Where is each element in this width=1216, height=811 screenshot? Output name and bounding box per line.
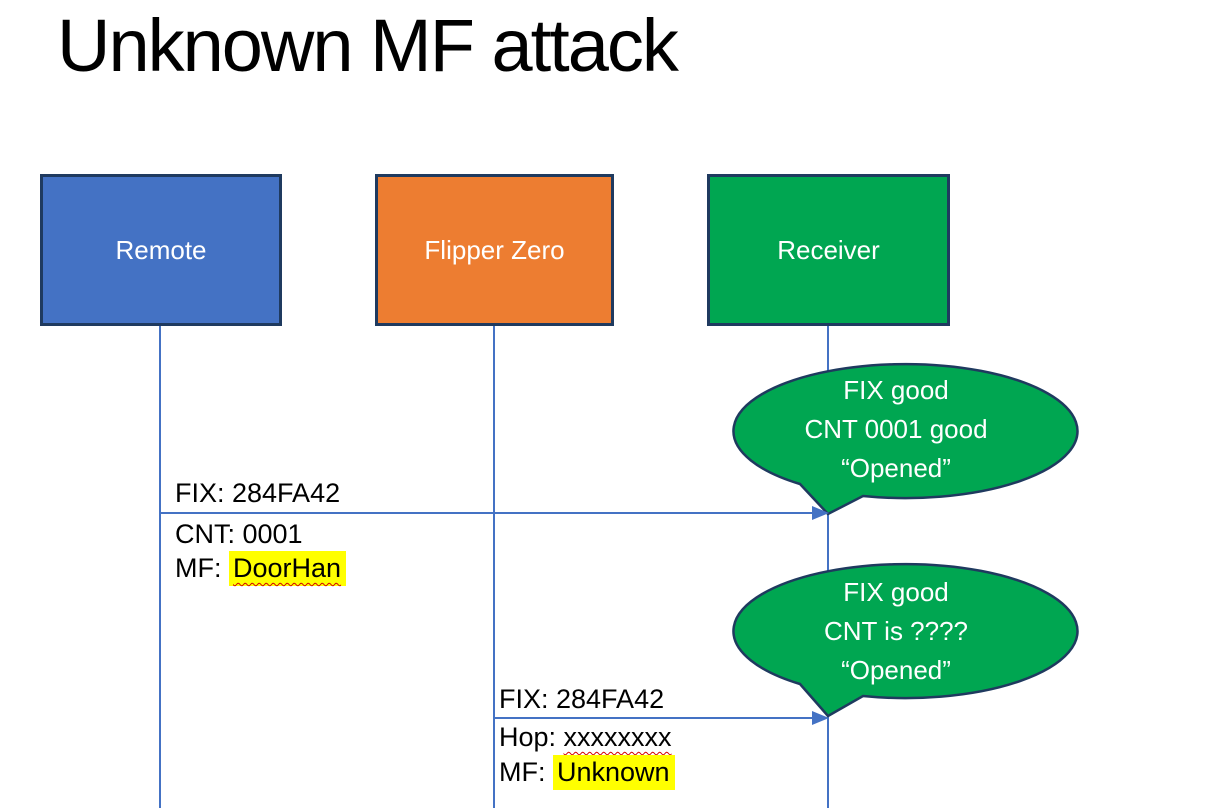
callout-1-text: FIX good CNT 0001 good “Opened” (736, 371, 1056, 488)
message-1-mf-prefix: MF: (175, 553, 229, 583)
callout-2-line-2: CNT is ???? (823, 616, 969, 646)
callout-1-line-1: FIX good (843, 375, 949, 405)
message-2-label-fix: FIX: 284FA42 (499, 684, 665, 714)
message-2-mf-value-highlighted: Unknown (553, 755, 675, 790)
message-1-label-fix: FIX: 284FA42 (175, 478, 341, 508)
lifeline-remote (159, 326, 161, 808)
callout-2-text: FIX good CNT is ???? “Opened” (736, 573, 1056, 690)
actor-box-remote: Remote (40, 174, 282, 326)
message-1-arrowhead-icon (812, 506, 829, 520)
actor-box-receiver: Receiver (707, 174, 950, 326)
actor-label-flipper-zero: Flipper Zero (424, 234, 565, 265)
message-2-hop-prefix: Hop: (499, 722, 564, 752)
message-1-label-cnt: CNT: 0001 (175, 519, 303, 549)
message-2-label-mf: MF: Unknown (499, 755, 675, 790)
message-1-label-mf: MF: DoorHan (175, 551, 347, 586)
callout-1-line-2: CNT 0001 good (804, 414, 988, 444)
callout-2-line-1: FIX good (843, 577, 949, 607)
message-2-arrowhead-icon (812, 711, 829, 725)
message-1-mf-value-highlighted: DoorHan (229, 551, 347, 586)
actor-label-remote: Remote (115, 234, 207, 265)
message-2-mf-prefix: MF: (499, 757, 553, 787)
lifeline-flipper-zero (493, 326, 495, 808)
message-1-arrow-line (160, 512, 812, 514)
callout-1-line-3: “Opened” (841, 453, 951, 483)
slide-title: Unknown MF attack (57, 4, 679, 87)
actor-label-receiver: Receiver (777, 234, 880, 265)
actor-box-flipper-zero: Flipper Zero (375, 174, 614, 326)
message-2-arrow-line (494, 717, 812, 719)
callout-2-line-3: “Opened” (841, 655, 951, 685)
message-2-hop-value-squiggled: xxxxxxxx (563, 722, 672, 752)
message-2-label-hop: Hop: xxxxxxxx (499, 721, 672, 753)
